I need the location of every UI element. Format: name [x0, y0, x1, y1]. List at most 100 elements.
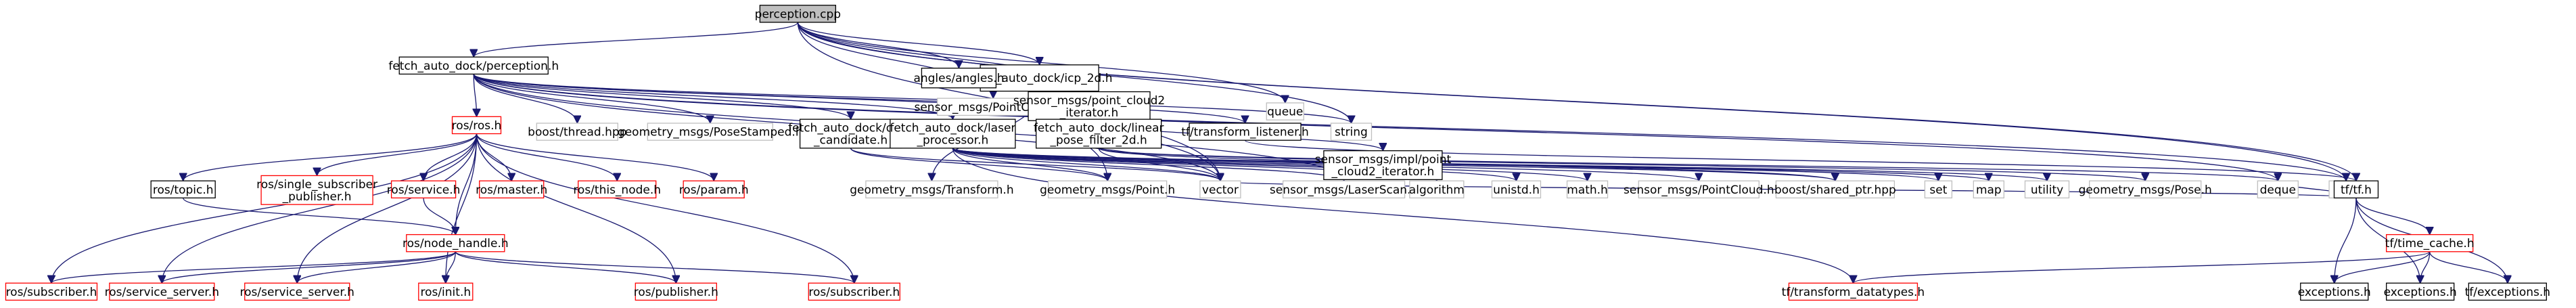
node-label: ros/ros.h — [452, 119, 502, 133]
node-laser-proc[interactable]: fetch_auto_dock/laser_processor.h — [890, 118, 1016, 149]
node-box — [244, 282, 350, 301]
node-ros-service[interactable]: ros/service.h — [387, 180, 461, 199]
node-ros-init[interactable]: ros/init.h — [418, 282, 474, 301]
node-box — [1491, 180, 1542, 199]
node-box — [406, 234, 505, 252]
node-linear-pose[interactable]: fetch_auto_dock/linear_pose_filter_2d.h — [1034, 118, 1164, 149]
node-service-server2[interactable]: ros/service_server.h — [240, 282, 354, 301]
node-label: ros/topic.h — [153, 183, 214, 197]
edge-ros_h-to-ros_topic — [183, 133, 478, 181]
node-label: exceptions.h — [2384, 286, 2457, 299]
edge-laser_proc-to-transform_datatypes — [952, 148, 1853, 283]
edge-root-to-perception_h — [474, 22, 799, 58]
node-root[interactable]: perception.cpp — [755, 5, 841, 23]
node-box — [759, 5, 837, 23]
node-tf-h[interactable]: tf/tf.h — [2333, 180, 2379, 199]
node-box — [2089, 180, 2202, 199]
node-angles[interactable]: angles/angles.h — [913, 68, 1004, 89]
node-service-server1[interactable]: ros/service_server.h — [105, 282, 219, 301]
node-label: ros/subscriber.h — [6, 286, 97, 299]
node-subscriber2[interactable]: ros/subscriber.h — [808, 282, 900, 301]
node-label: ros/this_node.h — [573, 183, 661, 197]
edge-ros_h-to-publisher — [476, 133, 676, 284]
node-pc2-iter[interactable]: sensor_msgs/point_cloud2_iterator.h — [1013, 91, 1165, 121]
node-label: sensor_msgs/PointCloud.h — [1624, 183, 1774, 197]
node-label: sensor_msgs/point_cloud2 — [1013, 94, 1165, 108]
node-publisher[interactable]: ros/publisher.h — [634, 282, 718, 301]
edge-time_cache-to-tf_exceptions — [2429, 251, 2508, 284]
node-pose-stamped: geometry_msgs/PoseStamped.h — [618, 123, 803, 141]
node-label: queue — [1267, 106, 1303, 119]
edge-tf_h-to-time_cache — [2355, 198, 2430, 235]
node-single-sub-pub[interactable]: ros/single_subscriber_publisher.h — [256, 175, 377, 205]
edge-time_cache-to-exceptions2 — [2420, 251, 2431, 283]
edge-ros_h-to-ros_service — [423, 133, 478, 181]
node-box — [2333, 180, 2379, 199]
node-label: set — [1929, 183, 1947, 197]
node-ros-this-node[interactable]: ros/this_node.h — [573, 180, 661, 199]
node-ros-param[interactable]: ros/param.h — [679, 180, 749, 199]
node-ros-h[interactable]: ros/ros.h — [452, 116, 502, 135]
node-time-cache[interactable]: tf/time_cache.h — [2385, 234, 2475, 252]
node-box — [1047, 180, 1168, 199]
node-box — [418, 282, 474, 301]
node-label: perception.cpp — [755, 7, 841, 21]
node-laser-scan: sensor_msgs/LaserScan.h — [1270, 180, 1418, 199]
node-subscriber1[interactable]: ros/subscriber.h — [5, 282, 98, 301]
edge-ros_h-to-ros_param — [476, 133, 714, 181]
node-box — [1638, 180, 1760, 199]
node-label: ros/service_server.h — [105, 286, 219, 299]
node-box — [1409, 180, 1465, 199]
edge-ros_h-to-ros_this_node — [476, 133, 618, 181]
node-tf-exceptions[interactable]: tf/exceptions.h — [2465, 282, 2551, 301]
edge-perception_h-to-pose_stamped — [473, 74, 710, 124]
node-label: fetch_auto_dock/perception.h — [388, 60, 559, 73]
node-ros-topic[interactable]: ros/topic.h — [150, 180, 216, 199]
node-map: map — [1973, 180, 2005, 199]
node-dock-candidate[interactable]: fetch_auto_dock/dock_candidate.h — [788, 118, 913, 149]
node-box — [799, 118, 902, 149]
node-box — [5, 282, 98, 301]
node-box — [1282, 180, 1406, 199]
node-label: fetch_auto_dock/icp_2d.h — [967, 72, 1113, 85]
node-exceptions1[interactable]: exceptions.h — [2298, 282, 2371, 301]
node-box — [1973, 180, 2005, 199]
node-box — [1323, 150, 1443, 180]
node-label: ros/service_server.h — [240, 286, 354, 299]
node-label: fetch_auto_dock/dock — [788, 122, 913, 135]
nodes-layer: perception.cpp fetch_auto_dock/perception… — [5, 5, 2550, 301]
node-label: ros/publisher.h — [634, 286, 718, 299]
edge-linear_pose-to-vector — [1098, 148, 1220, 181]
node-icp-2d[interactable]: fetch_auto_dock/icp_2d.h — [967, 64, 1113, 92]
node-label: geometry_msgs/Pose.h — [2079, 183, 2212, 197]
node-box — [1924, 180, 1953, 199]
node-shared-ptr: boost/shared_ptr.hpp — [1774, 180, 1896, 199]
node-label: utility — [2031, 183, 2063, 197]
node-box — [921, 68, 997, 89]
node-tf-listener[interactable]: tf/transform_listener.h — [1181, 123, 1309, 141]
node-label: string — [1335, 126, 1368, 139]
node-box — [980, 64, 1099, 92]
node-node-handle[interactable]: ros/node_handle.h — [402, 234, 509, 252]
node-transform-datatypes[interactable]: tf/transform_datatypes.h — [1782, 282, 1925, 301]
node-box — [647, 123, 773, 141]
edge-dock_candidate-to-vector — [850, 148, 1220, 181]
node-box — [536, 123, 618, 141]
node-label: tf/time_cache.h — [2385, 237, 2475, 250]
node-label: algorithm — [1409, 183, 1465, 197]
node-box — [398, 56, 549, 75]
node-label: _pose_filter_2d.h — [1049, 134, 1147, 148]
edge-root-to-icp_2d — [797, 22, 1039, 66]
node-box — [1788, 282, 1918, 301]
edge-node_handle-to-publisher — [455, 251, 676, 284]
node-label: sensor_msgs/LaserScan.h — [1270, 183, 1418, 197]
node-set: set — [1924, 180, 1953, 199]
node-label: tf/transform_listener.h — [1181, 126, 1309, 139]
node-ros-master[interactable]: ros/master.h — [476, 180, 547, 199]
node-perception-h[interactable]: fetch_auto_dock/perception.h — [388, 56, 559, 75]
edge-ros_h-to-single_sub_pub — [317, 133, 478, 176]
node-exceptions2[interactable]: exceptions.h — [2384, 282, 2457, 301]
node-box — [1036, 118, 1162, 149]
node-box — [1199, 180, 1241, 199]
node-pc2-impl[interactable]: sensor_msgs/impl/point_cloud2_iterator.h — [1315, 150, 1452, 180]
